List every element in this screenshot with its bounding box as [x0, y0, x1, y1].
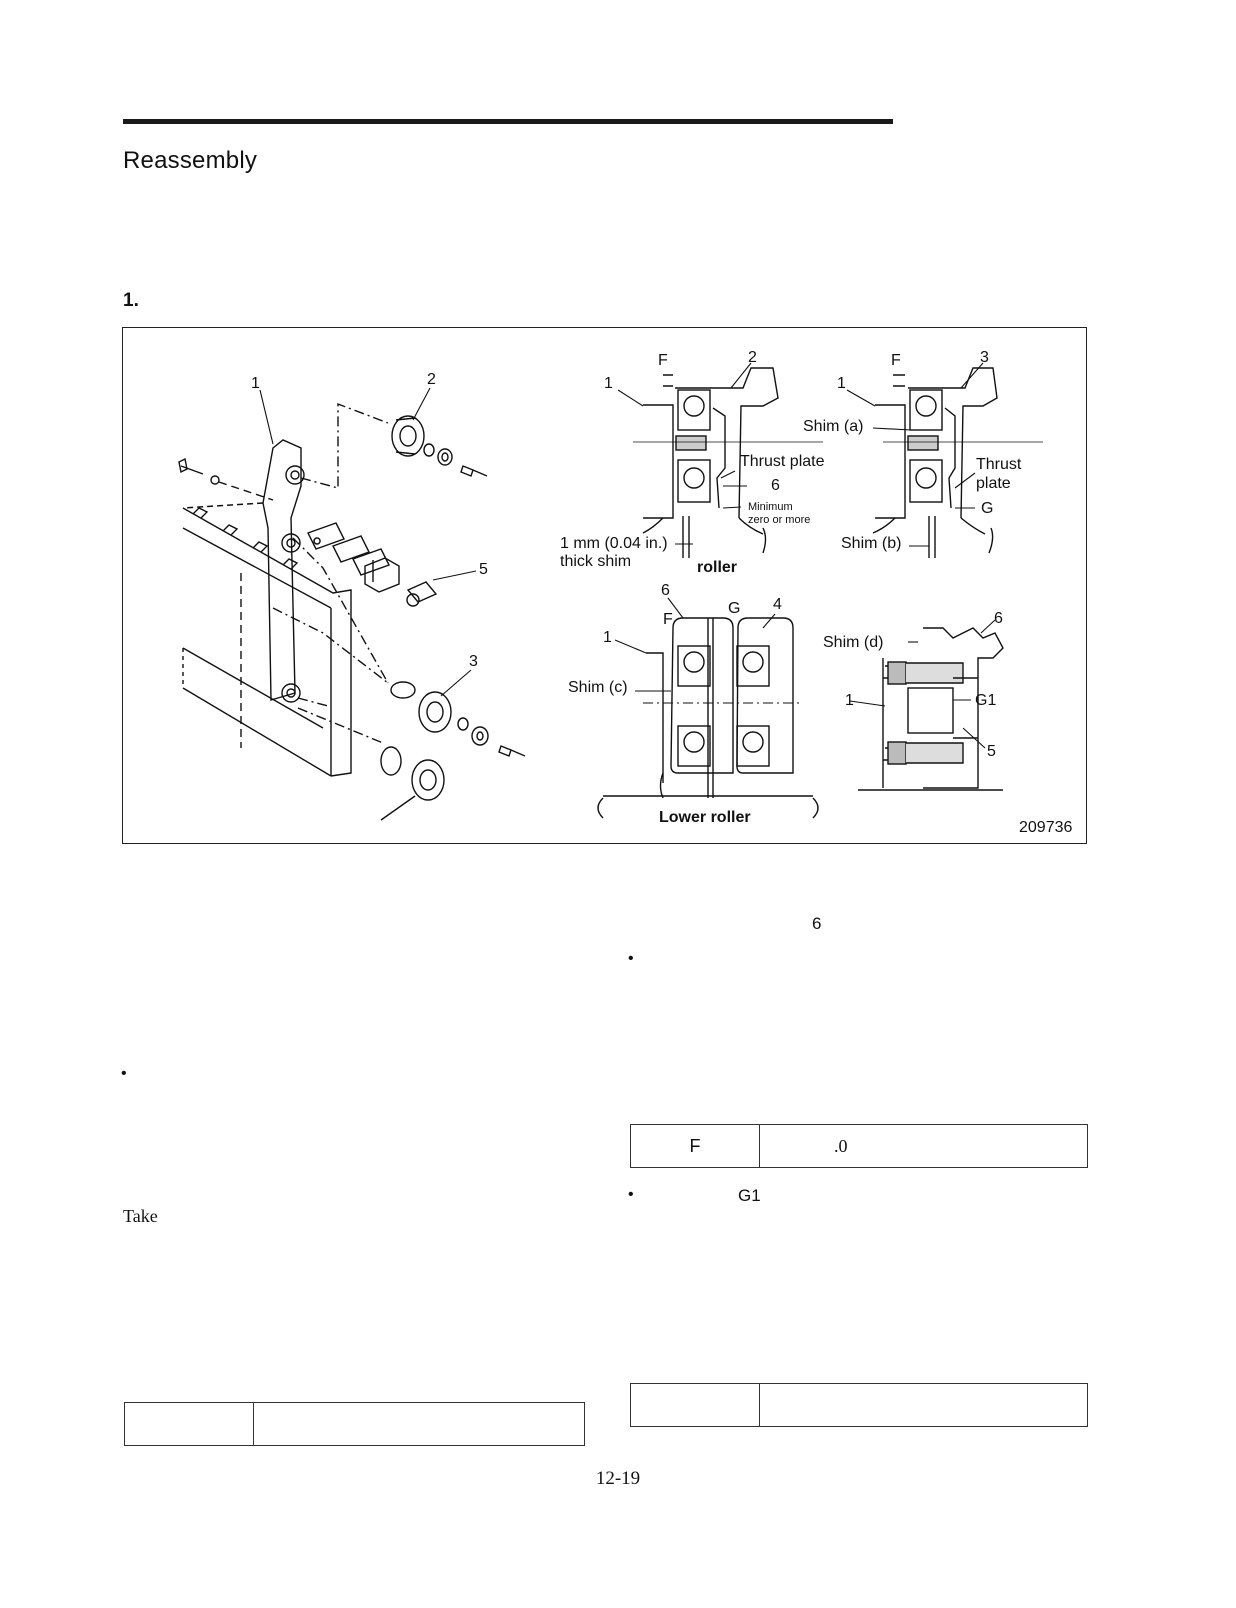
label-zero-or-more: zero or more: [748, 514, 811, 526]
callout-1-upper-right: 1: [837, 375, 846, 392]
roller-assembly-figure: 1 2 5 3 F 2 1 Thrust plate 6 Minimum zer…: [122, 327, 1087, 844]
callout-1-upper-left: 1: [604, 375, 613, 392]
upper-roller-detail-drawing: [633, 367, 823, 558]
label-plate: plate: [976, 475, 1011, 492]
spec-value-left: [253, 1402, 585, 1446]
callout-5: 5: [479, 561, 488, 578]
label-shim-a: Shim (a): [803, 418, 864, 435]
spec-value-f: .0: [759, 1124, 1088, 1168]
spec-label-left: [124, 1402, 254, 1446]
upper-roller-shim-detail-drawing: [872, 367, 1043, 558]
label-g-upper-right: G: [981, 500, 994, 517]
spec-table-left: [124, 1402, 585, 1446]
label-shim-size: 1 mm (0.04 in.): [560, 535, 668, 552]
lower-roller-detail-drawing: [597, 617, 819, 819]
right-bullet-1: •: [628, 950, 634, 967]
callout-3: 3: [469, 653, 478, 670]
spec-label-f: F: [630, 1124, 760, 1168]
label-f-upper-left: F: [658, 352, 668, 369]
take-text: Take: [123, 1206, 158, 1226]
label-g1: G1: [975, 692, 997, 709]
label-thick-shim: thick shim: [560, 553, 632, 570]
callout-6-lower-left: 6: [661, 582, 670, 599]
callout-4: 4: [773, 596, 782, 613]
callout-2: 2: [427, 371, 436, 388]
label-lower-roller: Lower roller: [659, 809, 751, 826]
callout-1-lower-right: 1: [845, 692, 854, 709]
figure-number: 209736: [1019, 819, 1073, 836]
left-bullet: •: [121, 1065, 127, 1082]
spec-table-right-bottom: [630, 1383, 1088, 1427]
spec-value-right-bottom: [759, 1383, 1088, 1427]
slide-block-detail-drawing: [858, 627, 1004, 791]
step-number: 1.: [123, 290, 139, 311]
callout-1-lower-left: 1: [603, 629, 612, 646]
label-roller: roller: [697, 559, 738, 576]
label-shim-b: Shim (b): [841, 535, 902, 552]
spec-table-f: F .0: [630, 1124, 1088, 1168]
right-bullet-2: •: [628, 1186, 634, 1203]
callout-6-lower-right: 6: [994, 610, 1003, 627]
page-number: 12-19: [595, 1468, 641, 1489]
label-f-upper-right: F: [891, 352, 901, 369]
label-thrust: Thrust: [976, 456, 1022, 473]
callout-1: 1: [251, 375, 260, 392]
callout-6-upper-left: 6: [771, 477, 780, 494]
header-rule: [123, 119, 893, 124]
label-g-lower-left: G: [728, 600, 741, 617]
item-reference-6: 6: [812, 914, 822, 933]
carriage-exploded-drawing: [178, 402, 526, 821]
callout-5-detail: 5: [987, 743, 996, 760]
label-shim-d: Shim (d): [823, 634, 884, 651]
label-shim-c: Shim (c): [568, 679, 628, 696]
section-heading: Reassembly: [123, 147, 258, 174]
bullet-2-reference-g1: G1: [738, 1186, 761, 1205]
label-thrust-plate: Thrust plate: [740, 453, 825, 470]
label-f-lower-left: F: [663, 611, 673, 628]
figure-drawing: [178, 362, 1043, 821]
spec-label-right-bottom: [630, 1383, 760, 1427]
callout-2-detail: 2: [748, 349, 757, 366]
label-minimum: Minimum: [748, 501, 793, 513]
callout-3-detail: 3: [980, 349, 989, 366]
